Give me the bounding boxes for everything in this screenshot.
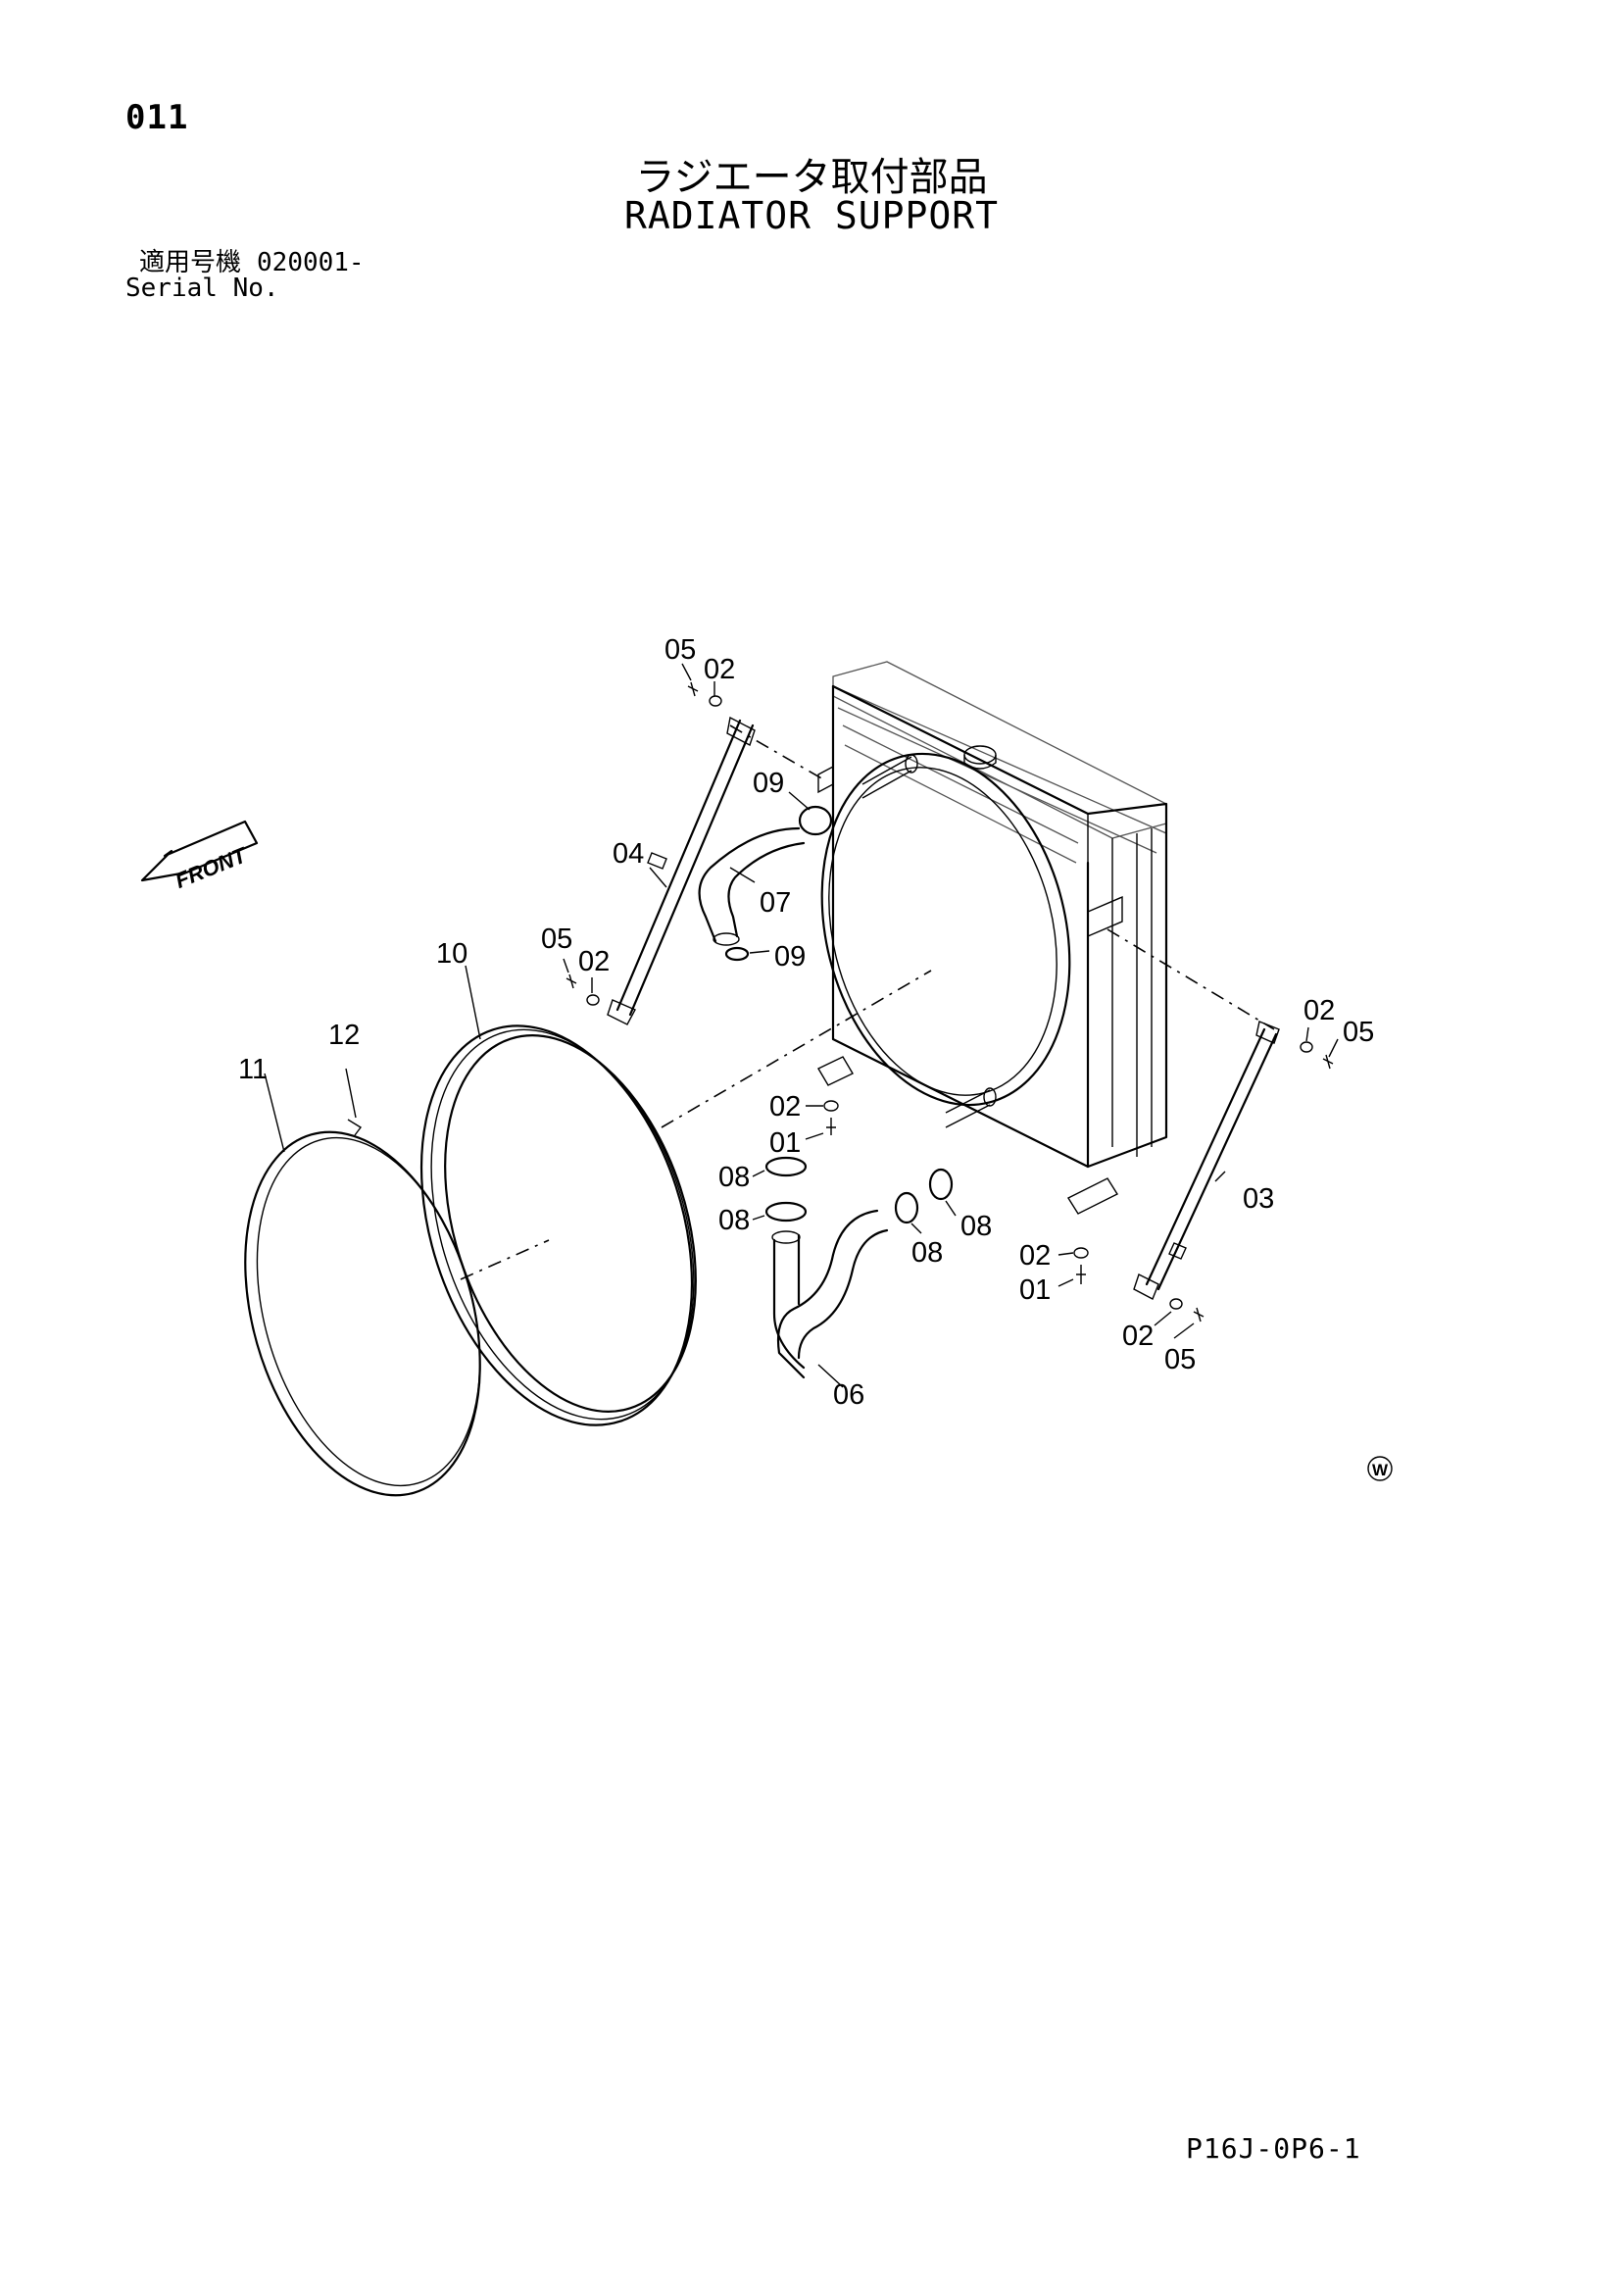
- leader-lines: [264, 663, 1339, 1388]
- serial-label-en: Serial No.: [125, 274, 279, 303]
- callout-12: 12: [328, 1020, 360, 1051]
- fan-guard-11: [244, 1119, 481, 1497]
- callout-02-mid: 02: [578, 946, 610, 977]
- callout-05-br: 05: [1164, 1344, 1196, 1375]
- callout-11: 11: [238, 1054, 268, 1085]
- radiator-stay-04: [607, 716, 756, 1025]
- callout-02-lower: 02: [769, 1091, 801, 1123]
- serial-row-en: Serial No.: [125, 275, 365, 301]
- callout-07: 07: [760, 887, 791, 919]
- lower-hose-06: [764, 1156, 954, 1379]
- callout-01-lower: 01: [769, 1127, 801, 1159]
- hose-clamp-08-a: [764, 1156, 808, 1177]
- front-label: FRONT: [172, 842, 251, 893]
- radiator-stay-03: [1133, 1021, 1280, 1300]
- hose-clamp-08-b: [764, 1201, 808, 1223]
- callout-06: 06: [833, 1379, 864, 1411]
- circled-w-text: W: [1372, 1461, 1389, 1479]
- serial-row-jp: 適用号機 020001-: [125, 250, 365, 275]
- callout-04: 04: [613, 838, 644, 870]
- hose-clamp-09-lower: [724, 946, 750, 962]
- callout-09-mid: 09: [774, 941, 806, 973]
- document-code: P16J-0P6-1: [1186, 2132, 1361, 2165]
- hose-clamp-08-c: [894, 1191, 919, 1224]
- callout-02-bottom: 02: [1019, 1240, 1051, 1272]
- callout-05-right: 05: [1343, 1017, 1374, 1048]
- callout-03: 03: [1243, 1183, 1274, 1215]
- circled-w-mark: W: [1367, 1456, 1393, 1481]
- callout-05-top: 05: [664, 634, 696, 666]
- callout-01-bottom: 01: [1019, 1274, 1051, 1306]
- callout-08-a: 08: [718, 1162, 750, 1193]
- callout-02-top: 02: [704, 654, 735, 685]
- page-title: RADIATOR SUPPORT: [623, 194, 1000, 237]
- hose-clamp-08-d: [928, 1168, 954, 1201]
- callouts: 05 02 09 04 07 09 05 02 10 12 11 02 05 0…: [238, 634, 1374, 1411]
- fan-ring-10: [419, 1024, 697, 1426]
- radiator-core: [817, 661, 1168, 1215]
- fasteners: [566, 681, 1334, 1323]
- callout-08-d: 08: [911, 1237, 943, 1269]
- assembly-center-lines: [460, 724, 1275, 1280]
- serial-info: 適用号機 020001- Serial No.: [125, 250, 365, 301]
- upper-hose-07: [698, 805, 833, 962]
- callout-10: 10: [436, 938, 467, 970]
- serial-value: 020001-: [257, 248, 365, 277]
- callout-02-br: 02: [1122, 1321, 1154, 1352]
- front-arrow: FRONT: [140, 820, 259, 893]
- callout-02-right: 02: [1303, 995, 1335, 1026]
- hose-clamp-09-upper: [798, 805, 833, 836]
- callout-05-mid: 05: [541, 923, 572, 955]
- callout-08-b: 08: [718, 1205, 750, 1236]
- page-title-japanese: ラジエータ取付部品: [635, 155, 988, 200]
- callout-08-c: 08: [960, 1211, 992, 1242]
- page-number: 011: [125, 98, 189, 137]
- serial-label-jp: 適用号機: [139, 248, 242, 277]
- callout-09-top: 09: [753, 768, 784, 799]
